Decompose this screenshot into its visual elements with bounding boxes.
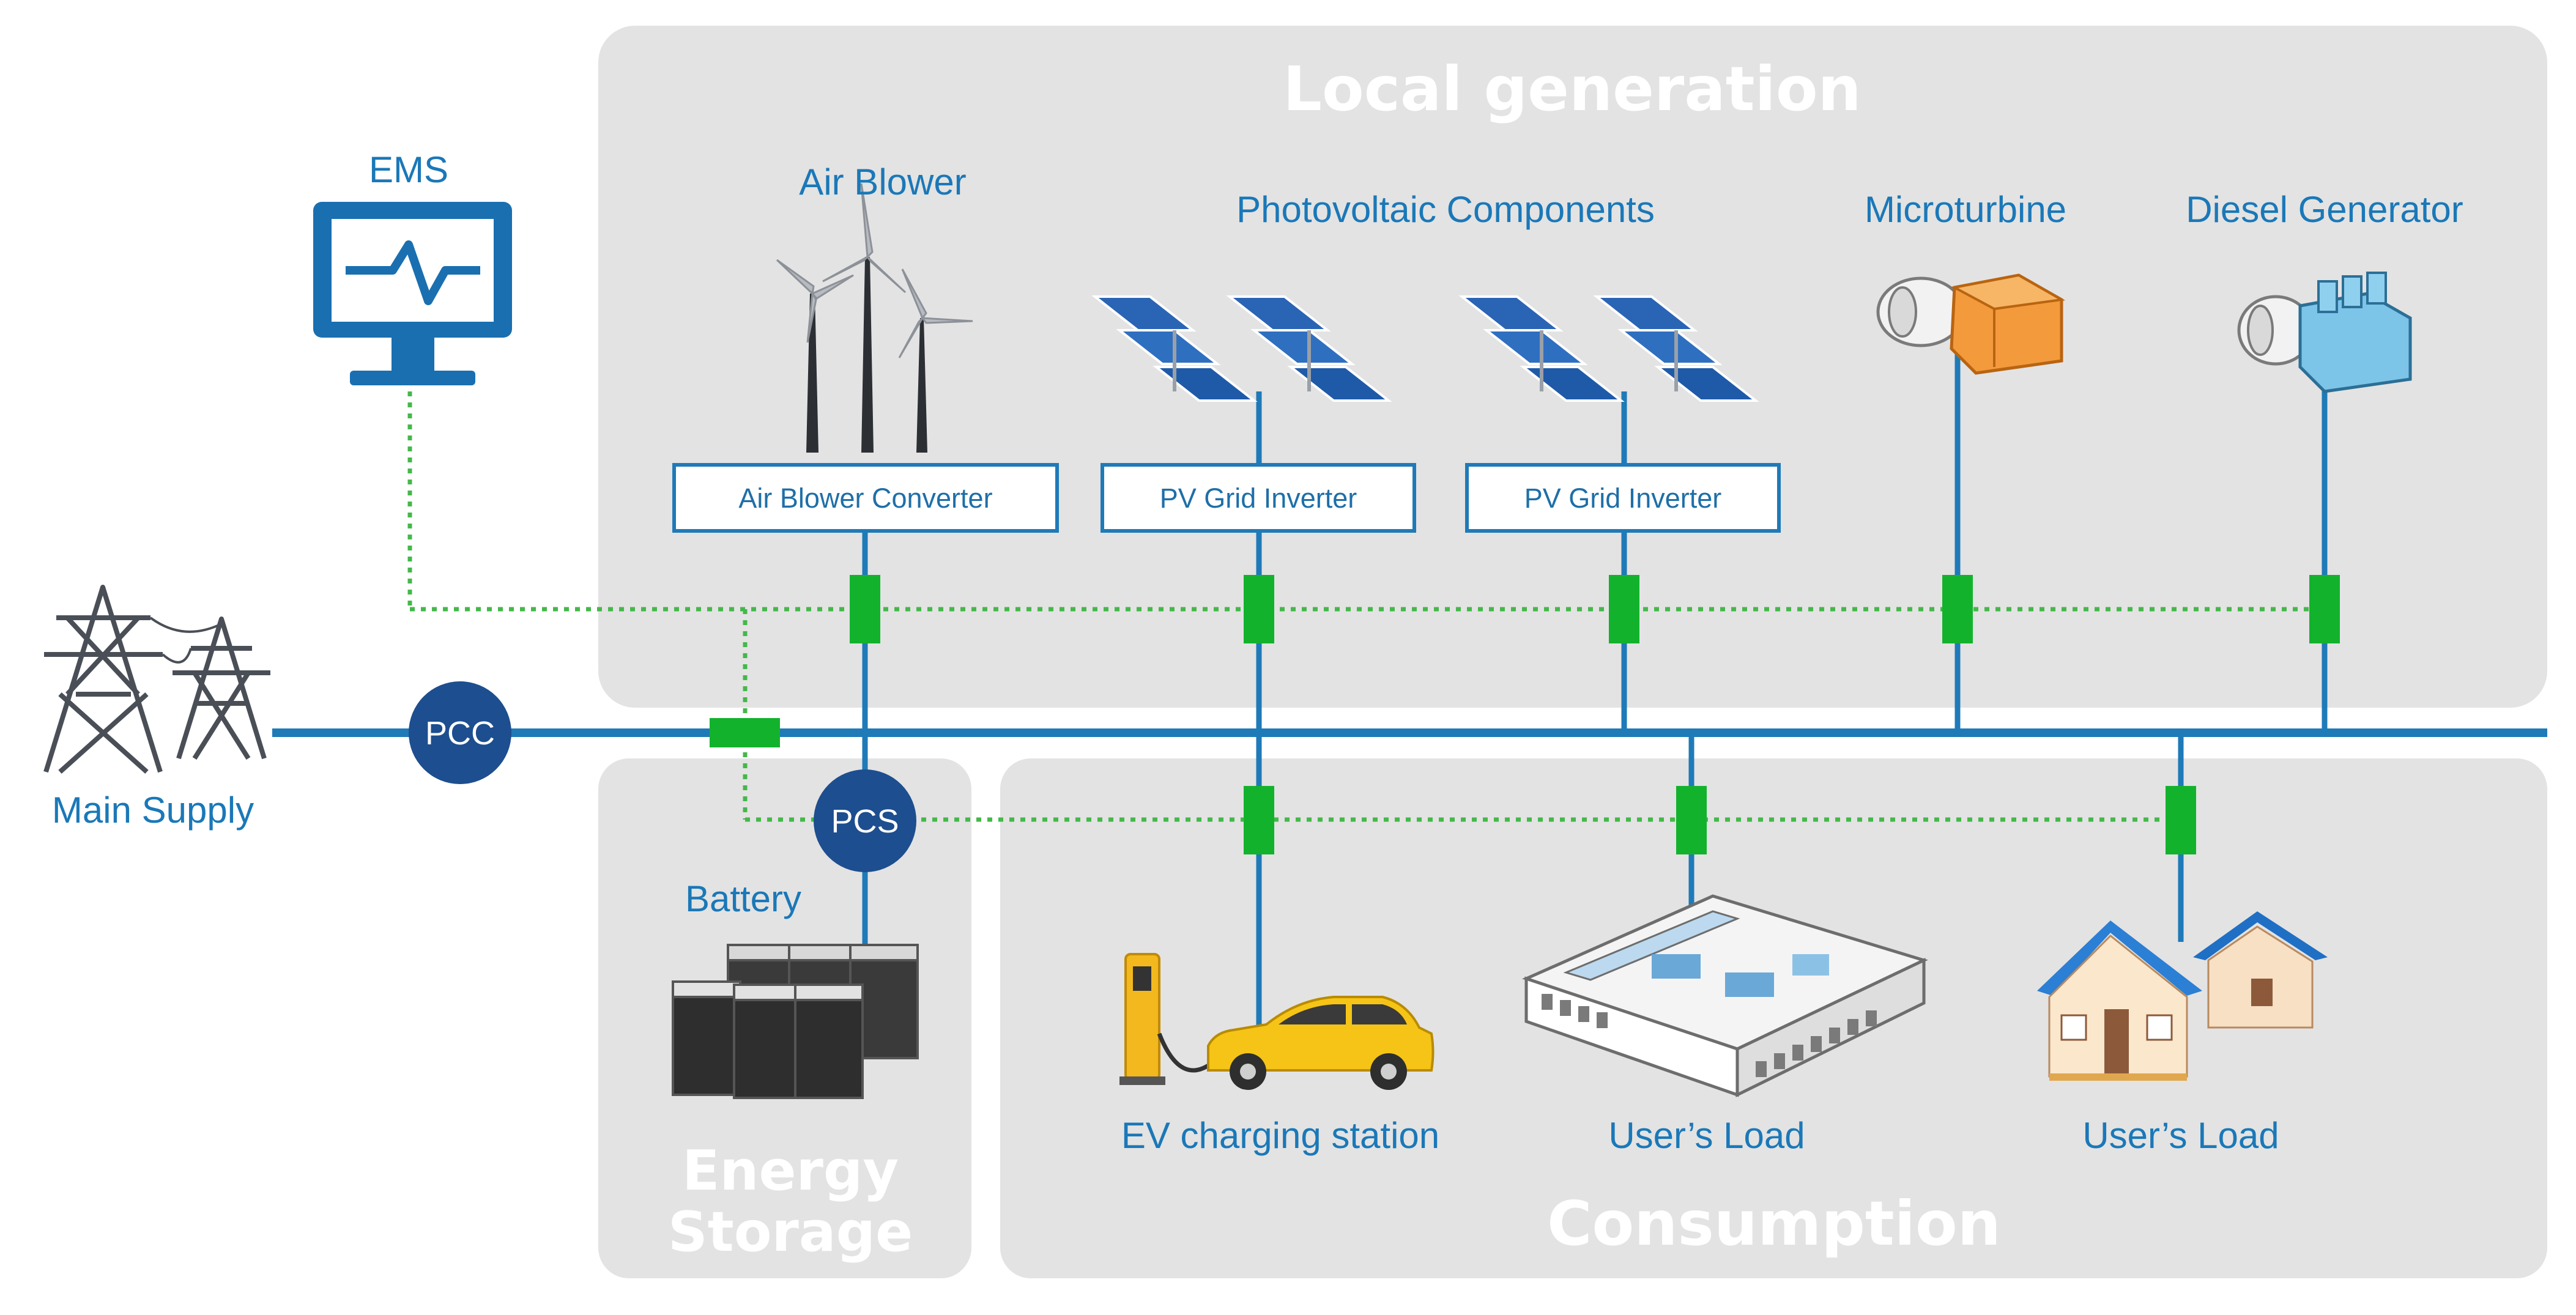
battery-label: Battery [685, 878, 801, 919]
photovoltaic-label: Photovoltaic Components [1236, 189, 1655, 230]
svg-text:Air Blower Converter: Air Blower Converter [738, 483, 992, 514]
air-blower-converter-box: Air Blower Converter [672, 463, 1059, 533]
switch-load-1 [1676, 786, 1707, 854]
pcs-node: PCS [814, 769, 916, 872]
ems-label: EMS [369, 149, 448, 190]
main-supply-label: Main Supply [52, 790, 254, 831]
svg-text:PCC: PCC [425, 715, 495, 752]
solar-panel-icon-2 [1458, 295, 1759, 402]
microturbine-icon [1876, 273, 2066, 375]
switch-microturbine [1942, 575, 1973, 643]
users-load-2-label: User’s Load [2082, 1115, 2279, 1156]
air-blower-label: Air Blower [799, 161, 966, 202]
car-icon [1207, 996, 1435, 1090]
battery-icon [672, 944, 919, 1099]
switch-pv-2 [1609, 575, 1639, 643]
svg-text:PV Grid Inverter: PV Grid Inverter [1160, 483, 1357, 514]
pv-inverter-2-box: PV Grid Inverter [1465, 463, 1781, 533]
pcc-node: PCC [409, 681, 511, 784]
energy-storage-title-line1: Energy [682, 1139, 899, 1203]
svg-text:PV Grid Inverter: PV Grid Inverter [1524, 483, 1722, 514]
ev-station-label: EV charging station [1121, 1115, 1439, 1156]
ev-charger-icon [1119, 953, 1216, 1085]
energy-storage-title-line2: Storage [668, 1200, 913, 1264]
microturbine-label: Microturbine [1865, 189, 2066, 230]
switch-ev [1244, 786, 1274, 854]
monitor-icon [313, 202, 512, 385]
switch-main [710, 718, 780, 747]
solar-panel-icon [1091, 295, 1392, 402]
switch-air-blower [850, 575, 880, 643]
diesel-generator-label: Diesel Generator [2186, 189, 2463, 230]
svg-text:PCS: PCS [831, 803, 899, 840]
transmission-tower-icon [43, 585, 270, 774]
switch-pv-1 [1244, 575, 1274, 643]
control-lines [407, 391, 2325, 822]
local-generation-title: Local generation [1283, 53, 1861, 125]
pv-inverter-1-box: PV Grid Inverter [1101, 463, 1416, 533]
wind-turbine-icon [776, 183, 973, 453]
house-icon [2037, 911, 2328, 1081]
diesel-generator-icon [2237, 272, 2412, 393]
building-icon [1522, 894, 1928, 1098]
consumption-title: Consumption [1547, 1188, 2001, 1259]
switch-load-2 [2166, 786, 2196, 854]
switches [710, 575, 2340, 854]
switch-diesel [2309, 575, 2340, 643]
users-load-1-label: User’s Load [1608, 1115, 1805, 1156]
